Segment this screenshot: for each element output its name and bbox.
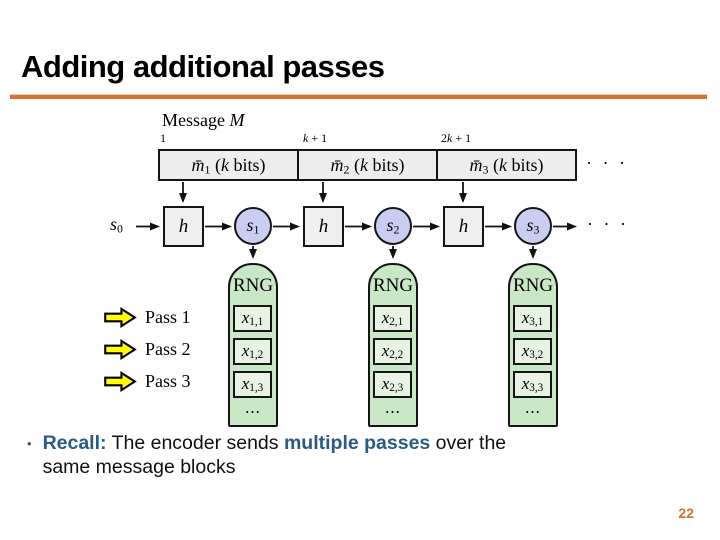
rng-cell-1-2: x1,2	[233, 338, 272, 365]
rng-column-ellipsis: ...	[245, 398, 261, 417]
rng-column-1: RNG x1,1 x1,2 x1,3 ...	[228, 263, 278, 427]
state-circle-3: s3	[514, 207, 552, 245]
title-underline	[10, 94, 707, 99]
rng-cell-3-3: x3,3	[513, 371, 552, 398]
rng-cell-3-1: x3,1	[513, 305, 552, 332]
message-block-1: m̄1 (k bits)	[158, 149, 299, 181]
rng-column-2: RNG x2,1 x2,2 x2,3 ...	[368, 263, 418, 427]
rng-column-ellipsis: ...	[385, 398, 401, 417]
pass-row-2: Pass 2	[104, 338, 191, 360]
state-circle-1: s1	[234, 207, 272, 245]
message-block-2: m̄2 (k bits)	[297, 149, 438, 181]
pass-arrow-icon	[104, 338, 137, 360]
pass-label-1: Pass 1	[145, 306, 191, 327]
rng-cell-1-3: x1,3	[233, 371, 272, 398]
hash-box-2: h	[303, 206, 344, 247]
state-circle-2: s2	[374, 207, 412, 245]
pass-arrow-icon	[104, 370, 137, 392]
rng-column-ellipsis: ...	[525, 398, 541, 417]
hash-box-3: h	[443, 206, 484, 247]
rng-cell-2-1: x2,1	[373, 305, 412, 332]
hash-box-1: h	[163, 206, 204, 247]
page-title: Adding additional passes	[21, 49, 385, 84]
message-blocks-ellipsis: · · ·	[586, 153, 628, 173]
rng-cell-1-1: x1,1	[233, 305, 272, 332]
rng-label: RNG	[512, 275, 554, 296]
pass-arrow-icon	[104, 306, 137, 328]
rng-cell-2-2: x2,2	[373, 338, 412, 365]
pass-label-2: Pass 2	[145, 338, 191, 359]
rng-column-3: RNG x3,1 x3,2 x3,3 ...	[508, 263, 558, 427]
rng-label: RNG	[372, 275, 414, 296]
bullet-text: Recall: The encoder sends multiple passe…	[42, 432, 507, 478]
page-number: 22	[678, 505, 694, 521]
message-block-3: m̄3 (k bits)	[436, 149, 577, 181]
bit-index-label-1: 1	[160, 131, 166, 145]
chain-ellipsis: · · ·	[587, 214, 629, 234]
bit-index-label-2: k + 1	[303, 131, 328, 145]
rng-cell-3-2: x3,2	[513, 338, 552, 365]
pass-label-3: Pass 3	[145, 370, 191, 391]
bullet-item: • Recall: The encoder sends multiple pas…	[27, 432, 672, 479]
bit-index-label-3: 2k + 1	[441, 131, 472, 145]
pass-row-1: Pass 1	[104, 306, 191, 328]
message-label: Message M	[162, 110, 245, 130]
bullet-marker: •	[27, 436, 32, 451]
pass-row-3: Pass 3	[104, 370, 191, 392]
rng-label: RNG	[232, 275, 274, 296]
rng-cell-2-3: x2,3	[373, 371, 412, 398]
initial-state-label: s0	[110, 214, 123, 236]
